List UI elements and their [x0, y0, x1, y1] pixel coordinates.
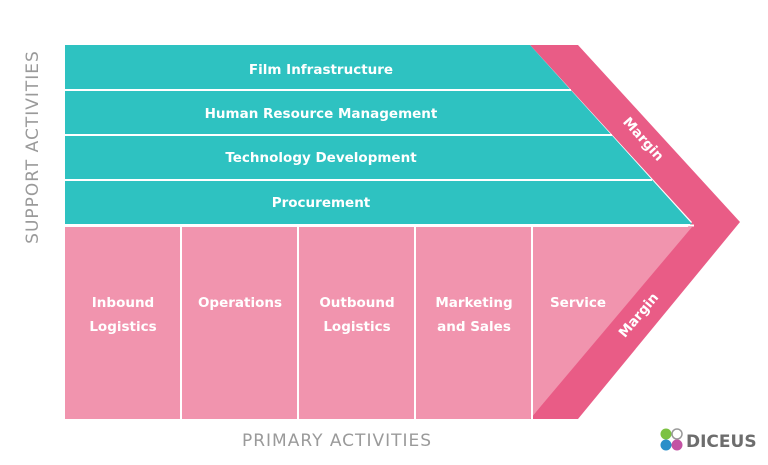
logo-circle-outline [671, 428, 683, 440]
margin-band [530, 45, 740, 419]
primary-outbound-line2: Logistics [323, 319, 390, 335]
primary-operations: Operations [198, 295, 282, 311]
support-film-infrastructure: Film Infrastructure [249, 62, 393, 78]
primary-outbound-line1: Outbound [319, 295, 394, 311]
logo-circle-green [660, 428, 672, 440]
support-activities-label: SUPPORT ACTIVITIES [23, 50, 43, 244]
dividers [65, 89, 694, 419]
support-technology-development: Technology Development [225, 150, 417, 166]
diceus-logo: DICEUS [660, 428, 757, 452]
logo-circle-purple [671, 439, 683, 451]
primary-activities-label: PRIMARY ACTIVITIES [242, 431, 432, 451]
primary-inbound-line1: Inbound [92, 295, 154, 311]
logo-circle-blue [660, 439, 672, 451]
primary-service: Service [550, 295, 606, 311]
logo-text: DICEUS [686, 432, 757, 452]
primary-marketing-line1: Marketing [435, 295, 512, 311]
primary-marketing-line2: and Sales [437, 319, 511, 335]
support-hr-management: Human Resource Management [205, 106, 438, 122]
primary-activities-area [65, 227, 692, 419]
primary-inbound-line2: Logistics [89, 319, 156, 335]
support-procurement: Procurement [272, 195, 371, 211]
